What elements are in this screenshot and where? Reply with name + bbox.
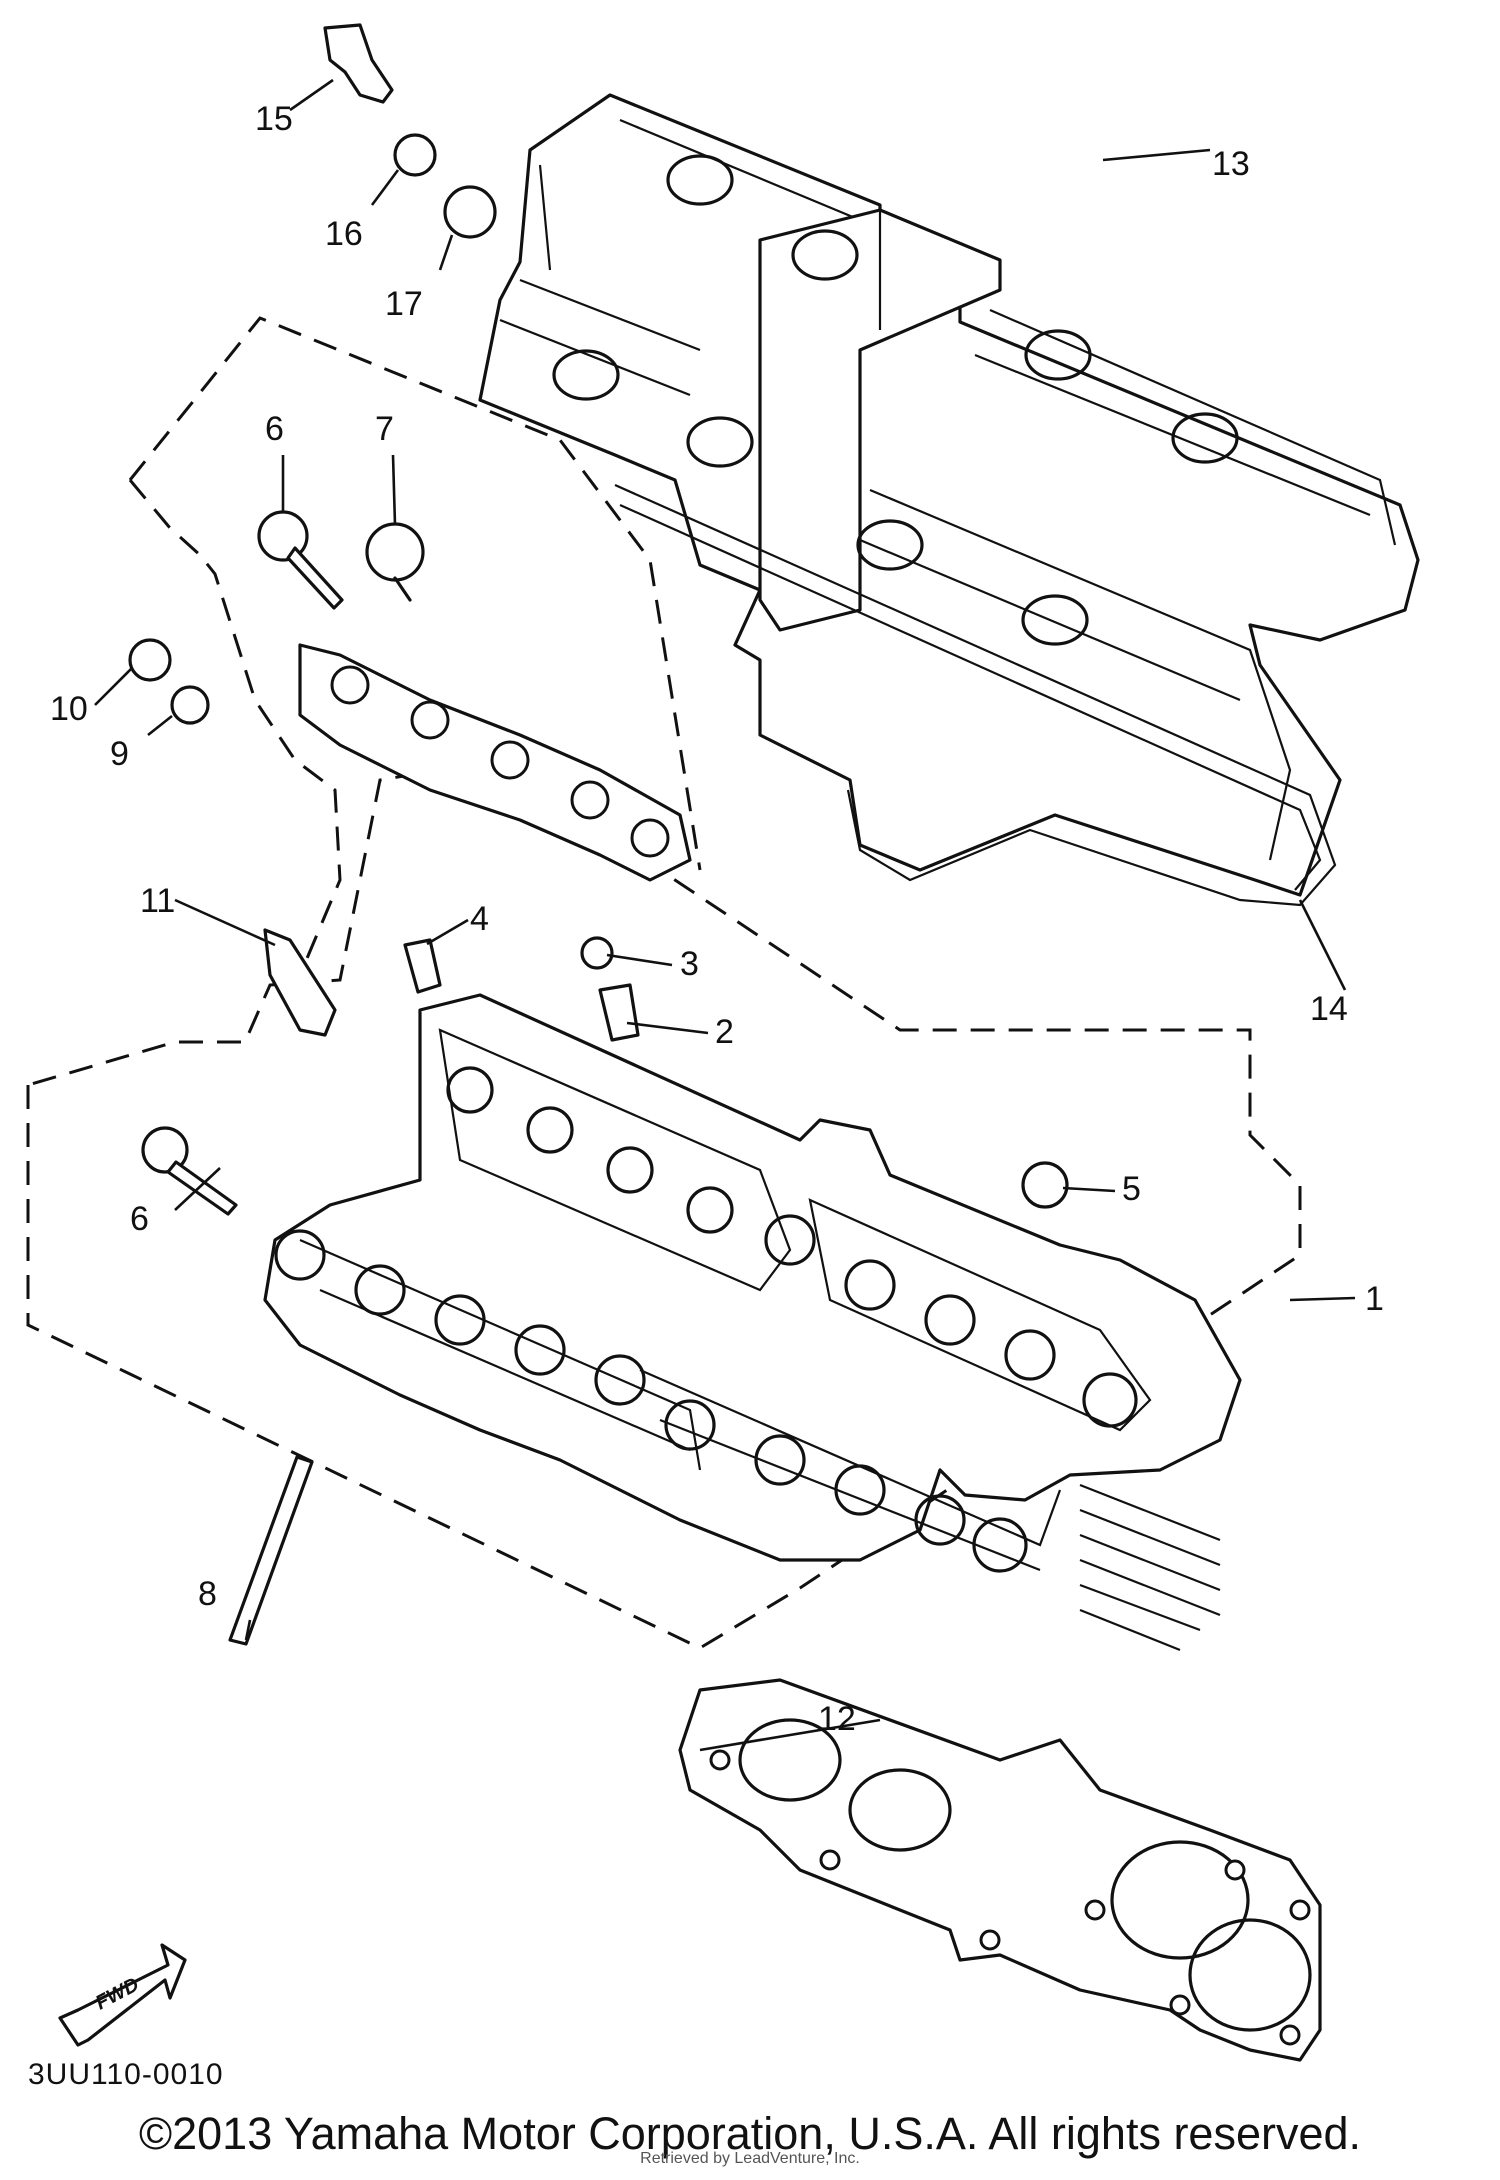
nut-10: [128, 638, 172, 682]
bolt-6-lower: [141, 1126, 238, 1216]
forward-direction-arrow: FWD: [58, 1943, 187, 2047]
callout-8: 8: [198, 1575, 217, 1613]
callout-11: 11: [140, 882, 175, 920]
bolt-15: [323, 23, 394, 104]
copyright-notice: ©2013 Yamaha Motor Corporation, U.S.A. A…: [138, 2108, 1362, 2159]
callout-16: 16: [325, 215, 363, 253]
callout-3: 3: [680, 945, 699, 983]
callout-labels: 1 2 3 4 5 6 7 6 8 9 10 11 12 13 14 15 16…: [50, 100, 1384, 1738]
callout-12: 12: [818, 1700, 856, 1738]
callout-15: 15: [255, 100, 293, 138]
plug-5: [1021, 1161, 1069, 1209]
stud-8: [228, 1455, 314, 1646]
circlip-3: [580, 936, 614, 970]
camshaft-cap-set-upper: [298, 643, 692, 882]
dowel-pin-4: [403, 938, 442, 994]
callout-10: 10: [50, 690, 88, 728]
diagram-code: 3UU110-0010: [28, 2058, 224, 2091]
callout-6-lower: 6: [130, 1200, 149, 1238]
callout-5: 5: [1122, 1170, 1141, 1208]
callout-7: 7: [375, 410, 394, 448]
callout-6-upper: 6: [265, 410, 284, 448]
seal-17: [443, 185, 497, 239]
bolt-6-upper: [257, 510, 344, 610]
callout-17: 17: [385, 285, 423, 323]
washer-16: [393, 133, 437, 177]
callout-2: 2: [715, 1013, 734, 1051]
watermark-text: Retrieved by LeadVenture, Inc.: [640, 2150, 860, 2167]
callout-1: 1: [1365, 1280, 1384, 1318]
leader-lines: [94, 78, 1356, 1752]
cylinder-head-gasket: [678, 1678, 1322, 2062]
cylinder-head: [263, 993, 1242, 1652]
spark-plug-11: [263, 928, 337, 1037]
washer-9: [170, 685, 210, 725]
cylinder-head-cover: [478, 93, 1420, 897]
camshaft-cap-assembly-boundary: [128, 316, 702, 976]
callout-14: 14: [1310, 990, 1348, 1028]
callout-13: 13: [1212, 145, 1250, 183]
callout-4: 4: [470, 900, 489, 938]
callout-9: 9: [110, 735, 129, 773]
cylinder-head-assembly-boundary: [26, 768, 1302, 1650]
cylinder-head-cover-gasket: [614, 483, 1337, 907]
dowel-pin-2: [598, 983, 640, 1042]
cap-bolt-7: [365, 522, 425, 602]
